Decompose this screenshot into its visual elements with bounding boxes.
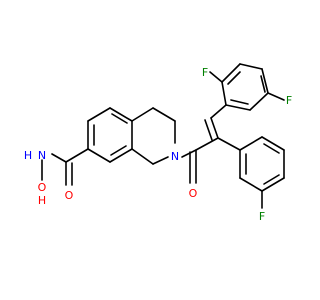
bond (131, 107, 154, 122)
bond (87, 148, 111, 163)
fluorine-atom-label: F (202, 66, 208, 79)
bond (87, 107, 111, 122)
nitrogen-atom-label: N (38, 149, 46, 162)
oxygen-atom-label: O (38, 181, 47, 194)
bond (261, 68, 269, 94)
fluorine-atom-label: F (259, 210, 265, 223)
nitrogen-atom-label: N (171, 150, 179, 163)
bond-double-inner (110, 145, 127, 156)
bond (261, 136, 285, 151)
bond (109, 148, 133, 163)
bond-double-inner (111, 113, 128, 124)
bond (261, 177, 285, 192)
bond (239, 63, 263, 70)
bond (152, 156, 169, 165)
chemical-structure-diagram: F F F N O O H N O H (0, 0, 300, 300)
bond (209, 71, 223, 83)
bond-group (41, 63, 285, 209)
oxygen-atom-label: O (65, 189, 74, 202)
bond (267, 92, 285, 101)
atom-label-group: F F F N O O H N O H (24, 66, 292, 223)
bond (51, 153, 67, 163)
bond (249, 92, 269, 111)
bond (239, 177, 263, 192)
bond (225, 104, 251, 111)
bond (195, 137, 219, 151)
bond-double-inner (230, 99, 249, 105)
bond (65, 148, 89, 163)
hydrogen-atom-label: H (24, 149, 32, 162)
bond (217, 137, 241, 151)
background (0, 0, 300, 300)
bond (210, 117, 219, 139)
bond (131, 148, 154, 165)
bond (221, 81, 227, 106)
bond (152, 107, 176, 122)
bond (210, 104, 227, 119)
bond-double-inner (263, 174, 280, 185)
bond (239, 136, 263, 151)
hydrogen-atom-label: H (38, 194, 46, 207)
bond (109, 107, 133, 122)
bond (204, 119, 213, 141)
bond-double-inner (260, 75, 266, 93)
bond-double-inner (227, 71, 241, 85)
fluorine-atom-label: F (286, 94, 292, 107)
bond (181, 149, 197, 158)
bond (221, 63, 241, 83)
oxygen-atom-label: O (189, 187, 198, 200)
bond-double-inner (263, 143, 280, 154)
